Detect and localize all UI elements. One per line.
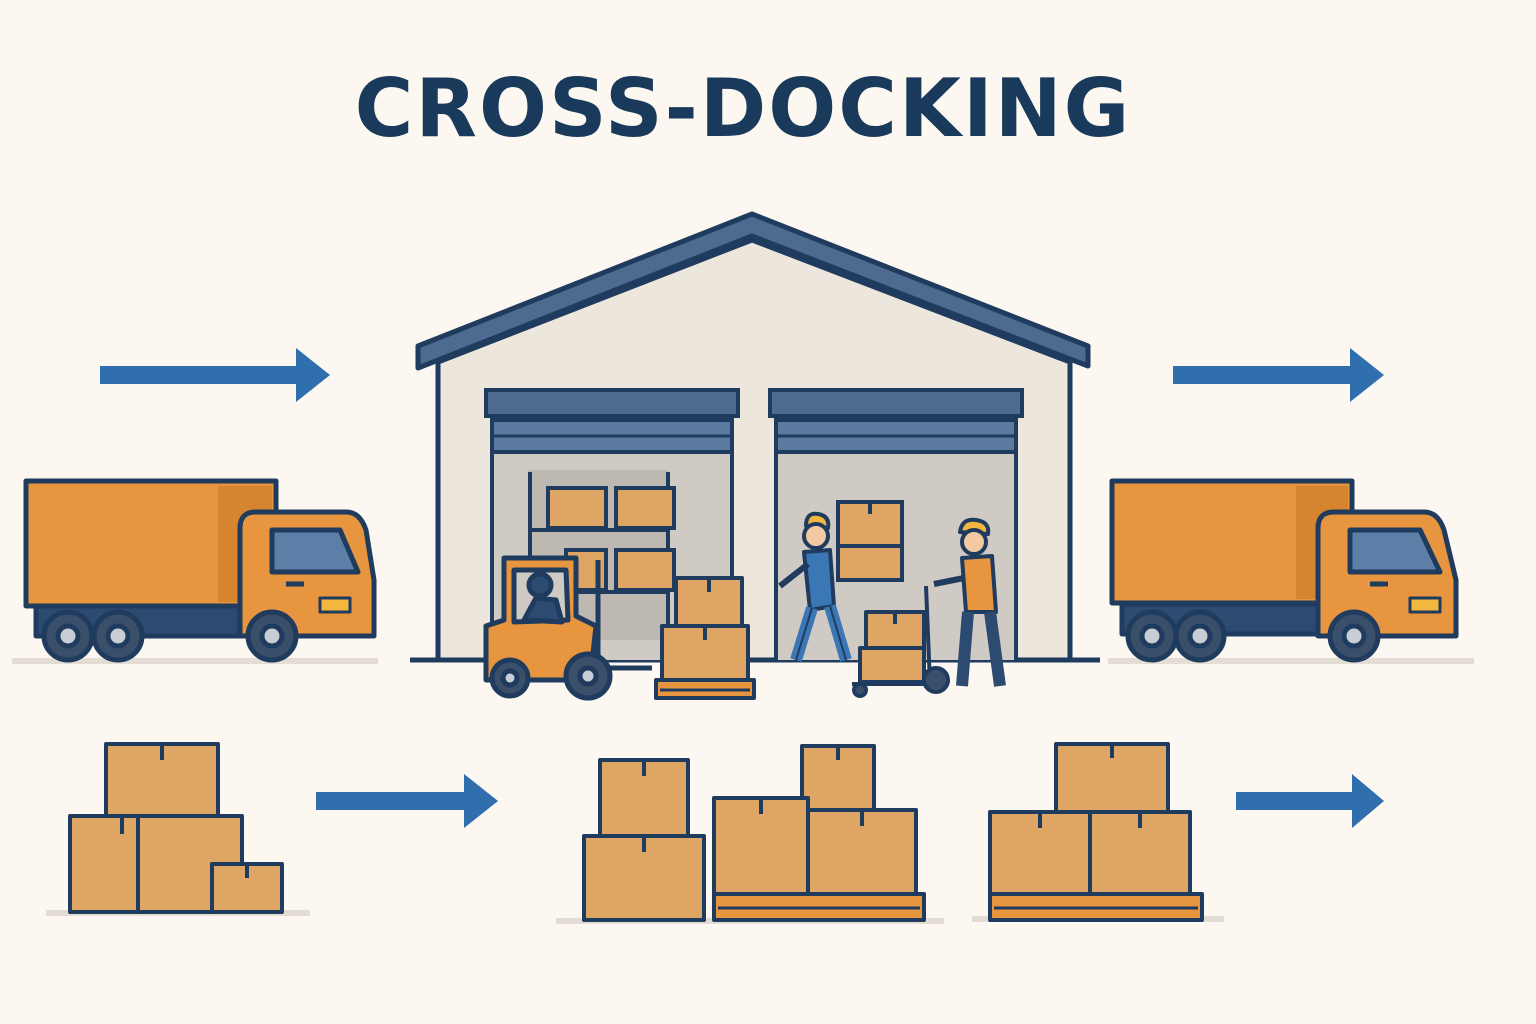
pallet-stack-center bbox=[654, 576, 756, 700]
outbound-truck-icon bbox=[1108, 478, 1474, 664]
worker-icon-left bbox=[778, 511, 852, 662]
arrow-bottom-left bbox=[316, 774, 498, 828]
arrow-outbound-top bbox=[1173, 348, 1384, 402]
diagram-title: CROSS-DOCKING bbox=[354, 62, 1132, 155]
arrow-bottom-right bbox=[1236, 774, 1384, 828]
inbound-truck-icon bbox=[12, 478, 378, 664]
forklift-icon bbox=[483, 555, 652, 701]
arrow-inbound-top bbox=[100, 348, 330, 402]
box-group-inbound bbox=[46, 742, 310, 916]
hand-truck-icon bbox=[852, 585, 950, 698]
box-group-sorting bbox=[556, 744, 944, 924]
worker-icon-right bbox=[933, 517, 1006, 687]
carried-boxes bbox=[836, 500, 904, 582]
box-group-outbound bbox=[972, 742, 1224, 922]
